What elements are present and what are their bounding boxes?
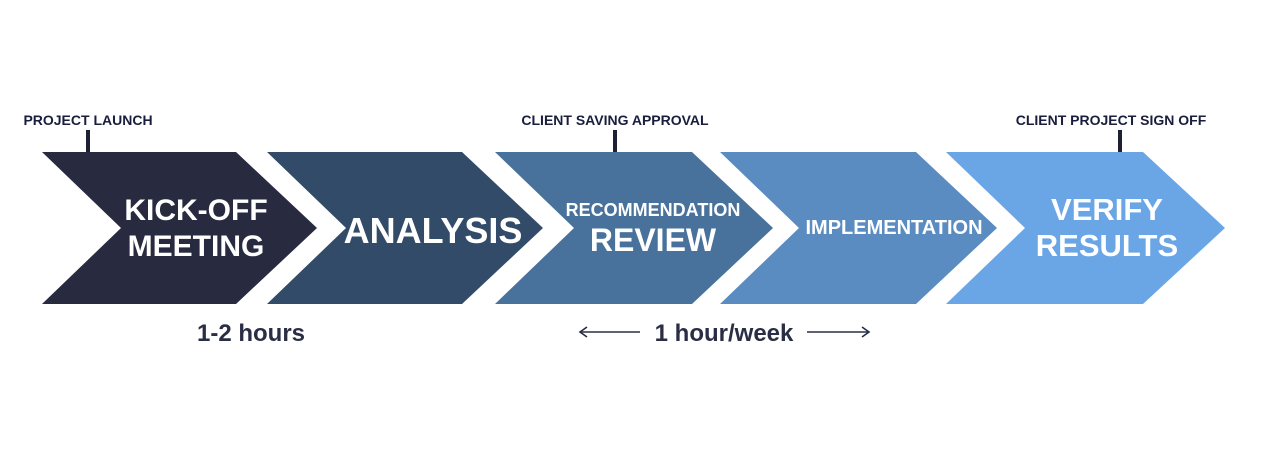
stage-label-analysis: ANALYSIS bbox=[344, 210, 523, 251]
stage-label-review-line1: RECOMMENDATION bbox=[566, 200, 741, 220]
stage-chevron-implementation bbox=[720, 152, 997, 304]
stage-label-implementation: IMPLEMENTATION bbox=[805, 217, 982, 239]
stage-chevron-verify-results bbox=[946, 152, 1225, 304]
stage-labels: KICK-OFF MEETING ANALYSIS RECOMMENDATION… bbox=[124, 192, 1178, 263]
milestone-label-client-saving-approval: CLIENT SAVING APPROVAL bbox=[521, 112, 709, 128]
milestone-label-client-project-sign-off: CLIENT PROJECT SIGN OFF bbox=[1016, 112, 1207, 128]
stage-label-verify-line2: RESULTS bbox=[1036, 228, 1178, 263]
stage-chevron-analysis bbox=[267, 152, 543, 304]
durations: 1-2 hours 1 hour/week bbox=[197, 320, 871, 347]
stage-label-kickoff-line2: MEETING bbox=[128, 230, 265, 263]
milestone-tick-client-project-sign-off bbox=[1118, 130, 1122, 152]
stage-label-kickoff-line1: KICK-OFF bbox=[124, 194, 267, 227]
stage-label-verify-line1: VERIFY bbox=[1051, 192, 1163, 227]
stage-chevron-recommendation-review bbox=[495, 152, 773, 304]
duration-arrow-left-icon bbox=[578, 326, 640, 338]
duration-label-kickoff: 1-2 hours bbox=[197, 320, 305, 347]
stage-chevron-kickoff bbox=[42, 152, 317, 304]
duration-arrow-right-icon bbox=[807, 326, 871, 338]
milestones: PROJECT LAUNCH CLIENT SAVING APPROVAL CL… bbox=[23, 112, 1207, 152]
milestone-tick-client-saving-approval bbox=[613, 130, 617, 152]
milestone-label-project-launch: PROJECT LAUNCH bbox=[23, 112, 152, 128]
milestone-tick-project-launch bbox=[86, 130, 90, 152]
stage-chevrons bbox=[42, 152, 1225, 304]
stage-label-review-line2: REVIEW bbox=[590, 222, 717, 258]
duration-label-weekly: 1 hour/week bbox=[655, 320, 794, 347]
